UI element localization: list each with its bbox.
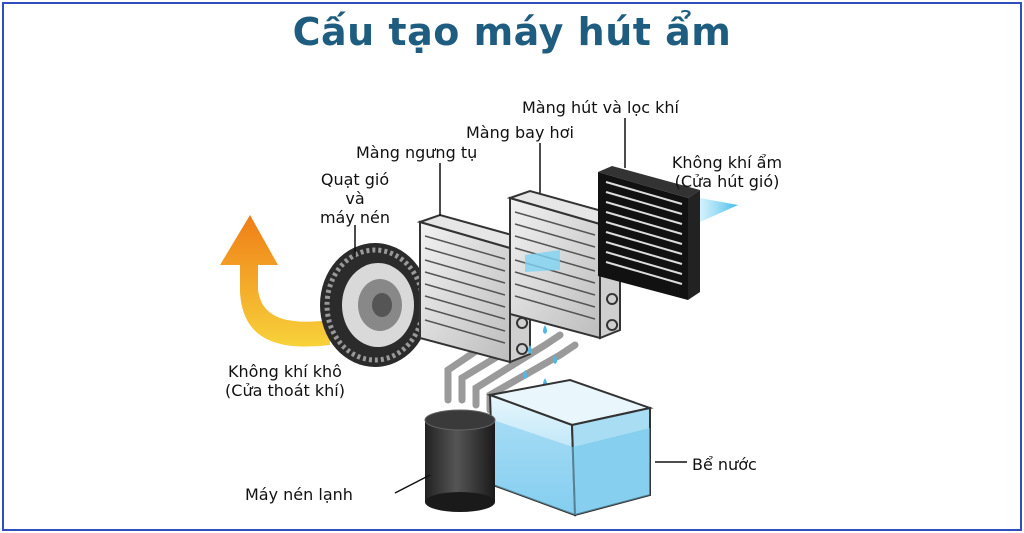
label-humid-air-line2: (Cửa hút gió) xyxy=(674,172,780,191)
leader-lines xyxy=(354,118,687,494)
compressor-icon xyxy=(424,409,496,512)
label-water-tank: Bể nước xyxy=(692,455,757,474)
filter-membrane xyxy=(598,166,700,300)
condenser-panel xyxy=(416,213,534,364)
fan-icon xyxy=(320,243,430,367)
evaporator-panel xyxy=(506,189,624,340)
airflow-blue-mid xyxy=(525,250,560,272)
label-fan-line3: máy nén xyxy=(319,208,391,227)
humid-air-arrow xyxy=(700,198,738,222)
label-humid-air: Không khí ẩm (Cửa hút gió) xyxy=(652,153,802,191)
label-evaporator: Màng bay hơi xyxy=(466,123,574,142)
label-fan: Quạt gió và máy nén xyxy=(300,170,410,227)
label-humid-air-line1: Không khí ẩm xyxy=(671,153,783,172)
page-title: Cấu tạo máy hút ẩm xyxy=(292,10,732,54)
label-dry-air: Không khí khô (Cửa thoát khí) xyxy=(200,362,370,400)
label-dry-air-line2: (Cửa thoát khí) xyxy=(225,381,345,400)
label-dry-air-line1: Không khí khô xyxy=(228,362,342,381)
label-filter-membrane: Màng hút và lọc khí xyxy=(522,98,679,117)
label-fan-line1: Quạt gió xyxy=(320,170,390,189)
label-compressor: Máy nén lạnh xyxy=(245,485,353,504)
dry-air-arrow xyxy=(220,215,330,347)
water-tank xyxy=(486,378,654,517)
label-fan-line2: và xyxy=(345,189,365,208)
label-condenser: Màng ngưng tụ xyxy=(356,143,478,162)
